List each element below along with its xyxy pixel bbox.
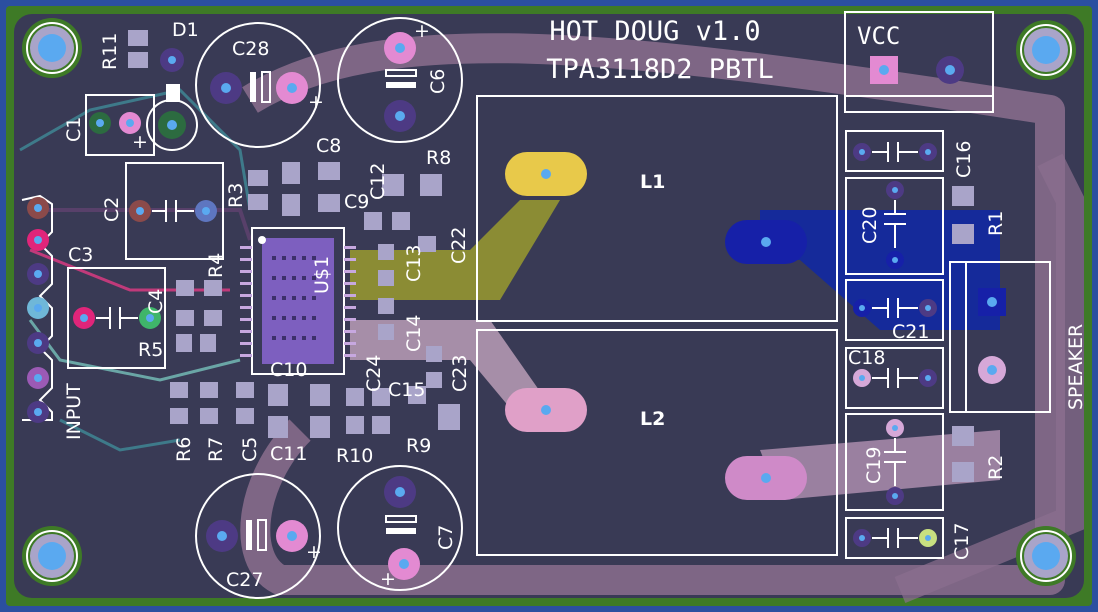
svg-text:+: +: [306, 541, 322, 563]
signal-trace: [59, 418, 181, 452]
d1-outline: [146, 99, 198, 151]
cap-c11-label: C11: [270, 443, 307, 465]
resistor-r1-label: R1: [985, 211, 1007, 236]
mount-hole-tl: [22, 18, 82, 78]
c2-outline: [125, 162, 224, 260]
c1-outline: [85, 94, 155, 156]
cap-c21: C21: [845, 279, 944, 343]
cap-c22-label: C22: [448, 227, 470, 264]
svg-text:C28: C28: [232, 38, 269, 60]
signal-trace: [29, 248, 230, 292]
signal-trace: [30, 208, 252, 241]
cap-c1-label: C1: [63, 117, 85, 142]
mount-hole-bl: [22, 526, 82, 586]
mount-hole-br: [1016, 526, 1076, 586]
cap-c20: C20: [845, 177, 944, 275]
cap-c15-label: C15: [388, 379, 425, 401]
svg-text:C21: C21: [892, 321, 929, 343]
svg-text:C19: C19: [863, 447, 885, 484]
resistor-r10-label: R10: [336, 445, 373, 467]
inductor-l1-outline: [476, 95, 838, 322]
power-trace: [240, 33, 1065, 595]
cap-c10-label: C10: [270, 359, 307, 381]
svg-text:C18: C18: [848, 347, 885, 369]
vcc-connector-outline: [844, 11, 994, 113]
cap-c9-label: C9: [344, 191, 369, 213]
resistor-r4-label: R4: [205, 253, 227, 278]
cap-c3-label: C3: [68, 244, 93, 266]
resistor-r2-label: R2: [985, 455, 1007, 480]
cap-c8-label: C8: [316, 135, 341, 157]
speaker-plus-trace: [760, 210, 1000, 330]
resistor-r9-label: R9: [406, 435, 431, 457]
cap-c7: C7 +: [337, 465, 463, 591]
resistor-r11-label: R11: [99, 33, 121, 70]
diode-d1-label: D1: [172, 19, 199, 41]
svg-text:C7: C7: [435, 525, 457, 550]
l1-trace: [350, 200, 560, 300]
input-header: [21, 194, 53, 423]
cap-c6: C6 +: [337, 17, 463, 143]
resistor-r7-label: R7: [205, 437, 227, 462]
svg-text:U$1: U$1: [311, 256, 333, 294]
vcc-label: VCC: [857, 22, 900, 50]
cap-c27: C27 +: [195, 473, 322, 599]
svg-text:C27: C27: [226, 569, 263, 591]
cap-c12-label: C12: [367, 163, 389, 200]
board-title: HOT DOUG v1.0: [549, 16, 760, 47]
svg-text:+: +: [414, 20, 430, 42]
speaker-connector: [949, 261, 1051, 413]
resistor-r6-label: R6: [173, 437, 195, 462]
resistor-r5-label: R5: [138, 339, 163, 361]
svg-text:C17: C17: [951, 523, 973, 560]
cap-c16: C16: [845, 130, 975, 178]
cap-c28: C28 +: [195, 22, 324, 148]
svg-text:+: +: [380, 568, 396, 590]
cap-c5-label: C5: [239, 437, 261, 462]
speaker-minus-trace: [760, 430, 1000, 500]
resistor-r8-label: R8: [426, 147, 451, 169]
inductor-l2-label: L2: [640, 408, 665, 430]
inductor-l2-outline: [476, 329, 838, 556]
smd-pads: [170, 162, 974, 482]
power-trace-right: [894, 153, 1084, 603]
ic-u1: U$1: [240, 227, 356, 375]
svg-text:+: +: [132, 131, 148, 153]
resistor-r3-label: R3: [225, 183, 247, 208]
cap-c24-label: C24: [363, 355, 385, 392]
mount-hole-tr: [1016, 20, 1076, 80]
speaker-label: SPEAKER: [1065, 324, 1087, 410]
cap-c14-label: C14: [403, 315, 425, 352]
l2-trace: [350, 320, 560, 420]
svg-text:C20: C20: [859, 207, 881, 244]
cap-c4-label: C4: [145, 289, 167, 314]
board-subtitle: TPA3118D2 PBTL: [546, 54, 774, 85]
svg-text:C16: C16: [953, 141, 975, 178]
cap-c18: C18: [845, 347, 944, 409]
cap-c19: C19: [845, 413, 944, 511]
input-label: INPUT: [63, 383, 85, 440]
cap-c17: C17: [845, 517, 973, 560]
cap-c23-label: C23: [449, 355, 471, 392]
c3-outline: [67, 267, 166, 369]
cap-c2-label: C2: [101, 197, 123, 222]
cap-c13-label: C13: [403, 245, 425, 282]
inductor-l1-label: L1: [640, 171, 665, 193]
svg-text:+: +: [308, 91, 324, 113]
svg-text:C6: C6: [427, 69, 449, 94]
